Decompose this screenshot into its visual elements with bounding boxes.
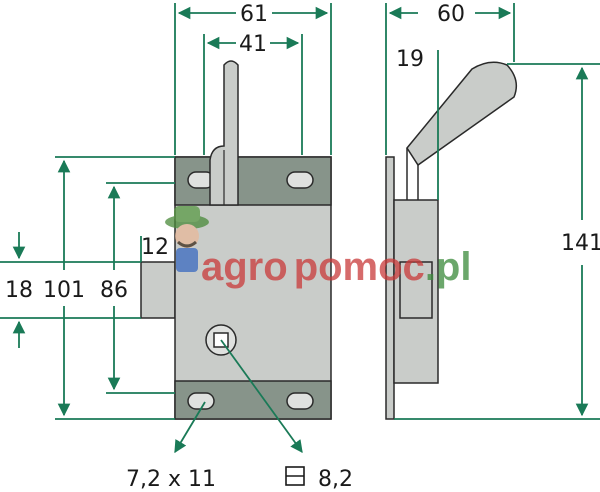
front-view [140,60,332,420]
dim-side-width: 60 [437,2,465,27]
dim-body-height: 101 [43,278,85,303]
farmer-mascot-icon [165,206,209,272]
side-lever-handle [406,61,518,167]
dim-total-height: 141 [561,231,600,256]
dimension-lines [0,3,600,454]
mounting-slot [187,392,215,410]
callout-slot-size: 7,2 x 11 [126,467,216,492]
dim-lever-offset: 19 [396,47,424,72]
dim-bolt-height: 18 [5,278,33,303]
callout-square-size: 8,2 [318,467,353,492]
dim-lever-spacing: 41 [239,32,267,57]
bolt-tongue [140,261,176,319]
square-symbol-icon [285,466,305,486]
dim-bolt-projection: 12 [141,235,169,260]
side-bolt-window [399,261,433,319]
dim-front-width: 61 [240,2,268,27]
mounting-slot [286,392,314,410]
mounting-slot [286,171,314,189]
dim-hole-spacing: 86 [100,278,128,303]
side-view [385,61,518,420]
lever-handle [209,60,239,206]
